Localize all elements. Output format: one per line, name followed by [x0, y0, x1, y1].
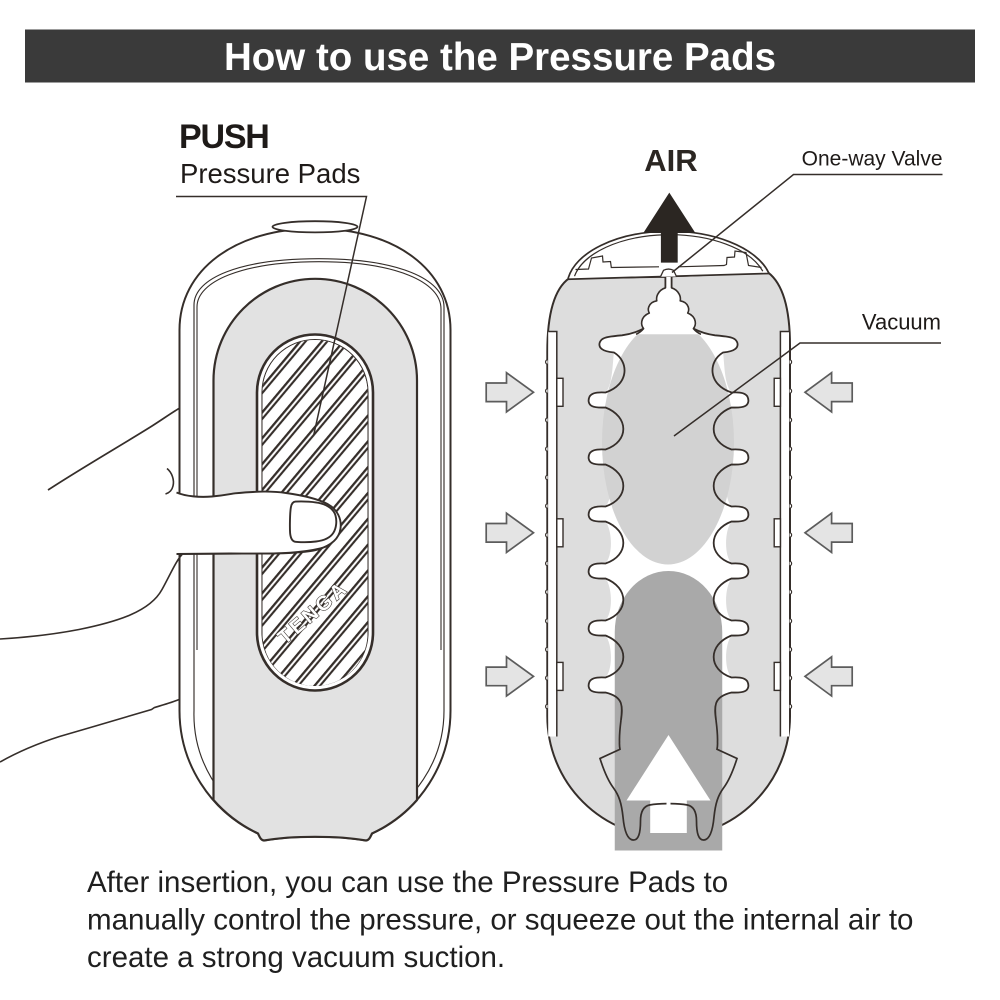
svg-text:One-way Valve: One-way Valve	[802, 148, 943, 171]
svg-text:PUSH: PUSH	[179, 118, 269, 156]
svg-text:How to use the Pressure Pads: How to use the Pressure Pads	[224, 36, 776, 79]
svg-text:Pressure Pads: Pressure Pads	[180, 158, 360, 189]
svg-text:manually control the pressure,: manually control the pressure, or squeez…	[87, 904, 913, 937]
svg-text:After insertion, you can use t: After insertion, you can use the Pressur…	[87, 866, 728, 899]
svg-text:AIR: AIR	[644, 143, 697, 178]
svg-text:create a strong vacuum suction: create a strong vacuum suction.	[87, 941, 505, 974]
svg-text:Vacuum: Vacuum	[862, 310, 941, 335]
